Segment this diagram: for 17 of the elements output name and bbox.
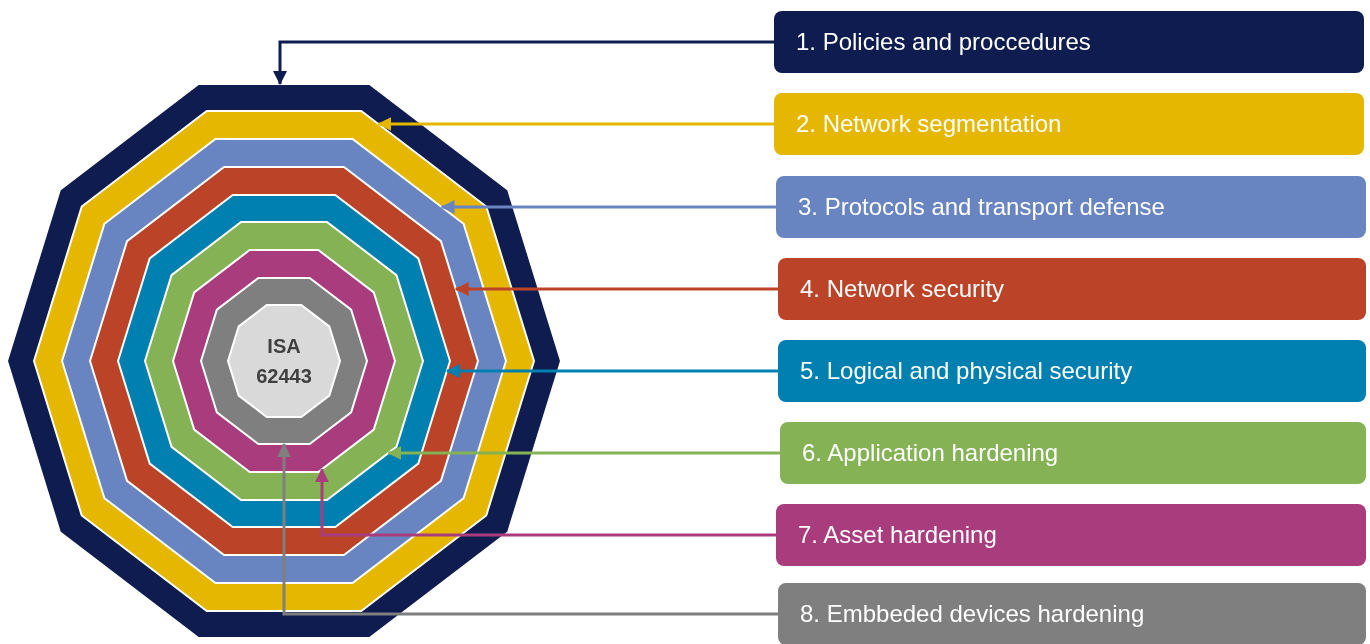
arrow	[454, 282, 778, 296]
arrow	[387, 446, 780, 460]
label-box: 1. Policies and proccedures	[774, 11, 1364, 73]
label-box: 7. Asset hardening	[776, 504, 1366, 566]
arrow	[377, 117, 774, 131]
arrow	[315, 468, 776, 537]
arrow	[440, 200, 776, 214]
label-box: 2. Network segmentation	[774, 93, 1364, 155]
arrow	[273, 40, 774, 85]
label-box: 4. Network security	[778, 258, 1366, 320]
arrow	[445, 364, 778, 378]
label-box: 6. Application hardening	[780, 422, 1366, 484]
label-box: 5. Logical and physical security	[778, 340, 1366, 402]
arrow	[277, 443, 778, 616]
label-box: 8. Embbeded devices hardening	[778, 583, 1366, 644]
label-box: 3. Protocols and transport defense	[776, 176, 1366, 238]
center-label: ISA 62443	[255, 334, 313, 389]
